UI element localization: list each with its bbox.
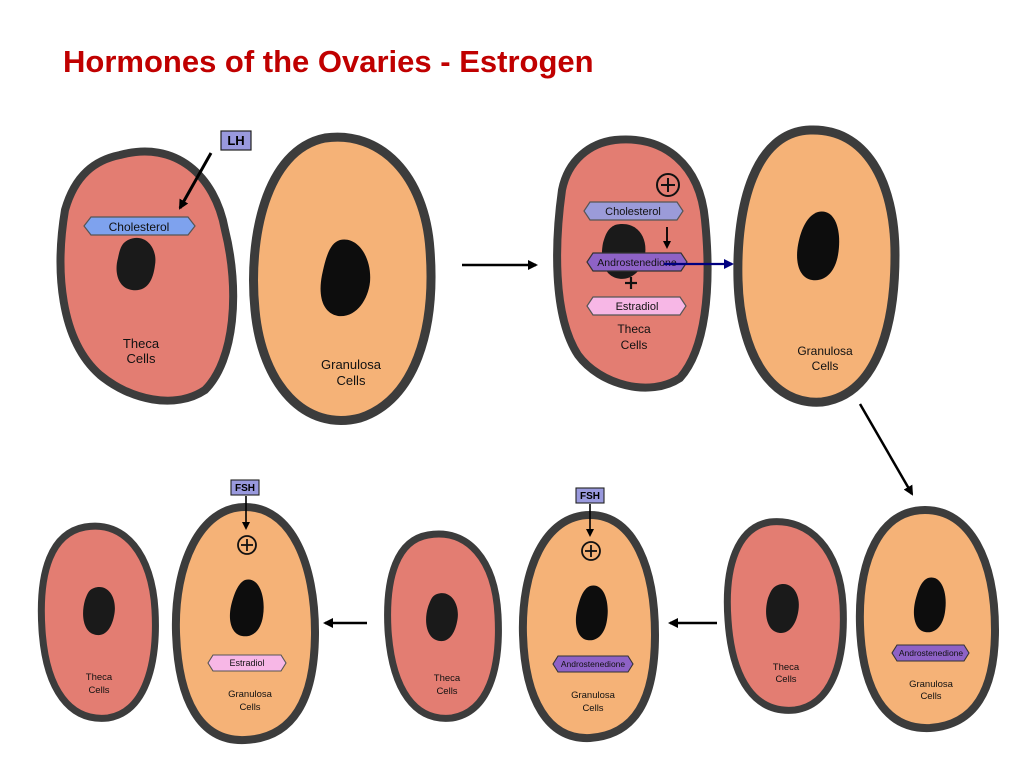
granulosa-label-line1: Granulosa xyxy=(571,690,616,701)
estradiol-box: Estradiol xyxy=(207,654,287,672)
androstenedione-label: Androstenedione xyxy=(899,648,964,658)
fsh-hormone-box: FSH xyxy=(230,479,260,496)
plus-circle-icon xyxy=(581,541,601,561)
panel-5: FSH Estradiol Theca Cells Granulosa Cell… xyxy=(37,479,320,745)
slide-title: Hormones of the Ovaries - Estrogen xyxy=(63,44,594,79)
granulosa-nucleus xyxy=(575,585,608,641)
theca-label-line2: Cells xyxy=(621,338,648,352)
theca-label-line2: Cells xyxy=(775,674,796,685)
granulosa-label-line2: Cells xyxy=(920,691,941,702)
panel-3: Androstenedione Theca Cells Granulosa Ce… xyxy=(723,505,1000,733)
theca-label-line1: Theca xyxy=(617,322,651,336)
fsh-label: FSH xyxy=(580,491,600,502)
panel-4: FSH Androstenedione Theca Cells Granulos… xyxy=(384,487,660,743)
fsh-hormone-box: FSH xyxy=(575,487,605,504)
androstenedione-box: Androstenedione xyxy=(891,644,970,662)
theca-label-line1: Theca xyxy=(434,673,461,684)
estradiol-label: Estradiol xyxy=(229,658,264,668)
theca-nucleus xyxy=(766,584,799,634)
arrow-icon xyxy=(178,152,213,210)
cholesterol-box: Cholesterol xyxy=(83,216,196,236)
theca-label-line2: Cells xyxy=(127,351,156,366)
plus-circle-icon xyxy=(656,173,680,197)
lh-label: LH xyxy=(227,133,244,148)
granulosa-label-line1: Granulosa xyxy=(797,344,853,358)
granulosa-label-line1: Granulosa xyxy=(321,357,382,372)
theca-label-line2: Cells xyxy=(436,686,457,697)
theca-label-line1: Theca xyxy=(123,336,160,351)
cholesterol-label: Cholesterol xyxy=(109,220,170,234)
cholesterol-box: Cholesterol xyxy=(583,201,684,221)
plus-circle-icon xyxy=(237,535,257,555)
theca-nucleus xyxy=(116,237,156,291)
arrow-icon xyxy=(858,403,914,496)
fsh-label: FSH xyxy=(235,483,255,494)
granulosa-label-line1: Granulosa xyxy=(909,679,954,690)
granulosa-nucleus xyxy=(797,211,840,281)
estradiol-label: Estradiol xyxy=(616,301,659,313)
granulosa-label-line2: Cells xyxy=(812,359,839,373)
cholesterol-label: Cholesterol xyxy=(605,206,661,218)
androstenedione-label: Androstenedione xyxy=(597,257,677,269)
granulosa-label-line1: Granulosa xyxy=(228,689,273,700)
theca-nucleus xyxy=(426,593,458,642)
plus-icon xyxy=(625,277,637,289)
estradiol-box: Estradiol xyxy=(586,296,687,316)
theca-label-line1: Theca xyxy=(773,662,800,673)
panel-1: LH Cholesterol Theca Cells Granulosa Cel… xyxy=(56,130,436,425)
androstenedione-box: Androstenedione xyxy=(586,252,688,272)
panel-2: Cholesterol Androstenedione Estradiol Th… xyxy=(553,125,900,407)
lh-hormone-box: LH xyxy=(220,130,252,151)
granulosa-label-line2: Cells xyxy=(582,703,603,714)
granulosa-nucleus xyxy=(320,239,371,317)
granulosa-label-line2: Cells xyxy=(239,702,260,713)
granulosa-nucleus xyxy=(229,579,264,637)
theca-label-line2: Cells xyxy=(88,685,109,696)
granulosa-label-line2: Cells xyxy=(337,373,366,388)
androstenedione-label: Androstenedione xyxy=(561,659,626,669)
theca-label-line1: Theca xyxy=(86,672,113,683)
androstenedione-box: Androstenedione xyxy=(552,655,634,673)
theca-nucleus xyxy=(83,587,115,636)
granulosa-nucleus xyxy=(913,577,946,633)
